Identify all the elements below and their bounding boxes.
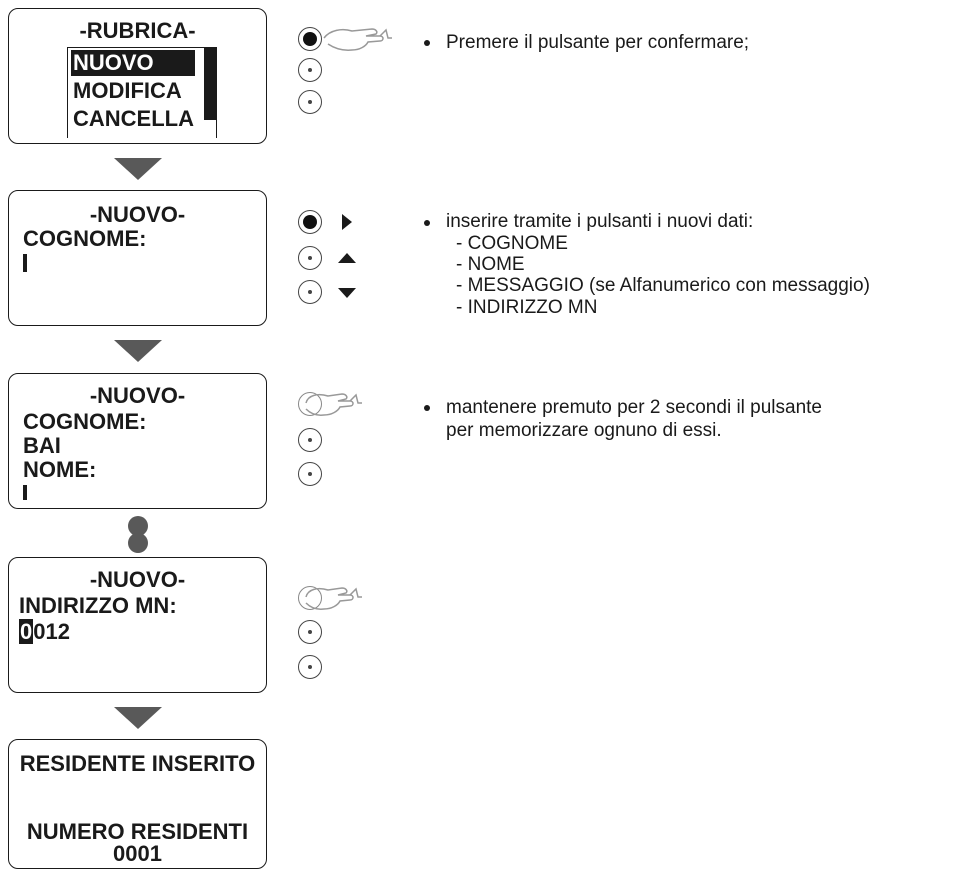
bullet — [424, 40, 430, 46]
confirm-button[interactable] — [298, 27, 322, 51]
bullet — [424, 220, 430, 226]
screen-title: -NUOVO- — [89, 383, 186, 408]
field-value-indirizzo: 0012 — [19, 619, 70, 644]
menu-item-modifica: MODIFICA — [73, 78, 182, 103]
screen-title: -NUOVO- — [89, 567, 186, 592]
step3-line1: mantenere premuto per 2 secondi il pulsa… — [446, 397, 823, 418]
flow-arrow — [114, 707, 162, 729]
address-digits: 012 — [33, 619, 70, 644]
screen-title: -RUBRICA- — [79, 18, 196, 43]
right-arrow-icon — [342, 214, 352, 230]
display-nuovo-nome: -NUOVO- COGNOME: BAI NOME: — [8, 373, 267, 509]
text-cursor — [23, 254, 27, 272]
display-nuovo-cognome: -NUOVO- COGNOME: — [8, 190, 267, 326]
continuation-dot — [128, 533, 148, 553]
flow-arrow — [114, 340, 162, 362]
pressing-hand-icon — [323, 28, 392, 51]
resident-count-label: NUMERO RESIDENTI — [26, 819, 249, 844]
text-cursor — [23, 485, 27, 500]
field-label-indirizzo: INDIRIZZO MN: — [19, 593, 177, 618]
down-button[interactable] — [298, 280, 322, 304]
step1-text: Premere il pulsante per confermare; — [446, 32, 750, 53]
step2-item-nome: - NOME — [456, 254, 525, 275]
pressing-hand-icon — [305, 587, 362, 610]
resident-count-value: 0001 — [113, 841, 162, 866]
screen-title: -NUOVO- — [89, 202, 186, 227]
nav-button[interactable] — [298, 428, 322, 452]
nav-button[interactable] — [298, 462, 322, 486]
menu-item-nuovo: NUOVO — [71, 50, 195, 76]
display-nuovo-indirizzo: -NUOVO- INDIRIZZO MN: 0012 — [8, 557, 267, 693]
edit-digit-highlight: 0 — [19, 619, 34, 644]
display-rubrica: -RUBRICA- NUOVO MODIFICA CANCELLA — [8, 8, 267, 144]
confirm-button-held[interactable] — [298, 586, 322, 610]
pressing-hand-icon — [305, 393, 362, 416]
nav-button[interactable] — [298, 58, 322, 82]
step3-line2: per memorizzare ognuno di essi. — [446, 420, 722, 441]
nav-button[interactable] — [298, 655, 322, 679]
down-arrow-icon — [338, 288, 356, 298]
up-button[interactable] — [298, 246, 322, 270]
step2-item-indirizzo: - INDIRIZZO MN — [456, 297, 598, 318]
nav-button[interactable] — [298, 620, 322, 644]
confirmation-message: RESIDENTE INSERITO — [19, 751, 256, 776]
scrollbar — [204, 48, 216, 120]
field-label-cognome: COGNOME: — [23, 409, 147, 434]
step2-item-messaggio: - MESSAGGIO (se Alfanumerico con messagg… — [456, 275, 870, 296]
field-label-nome: NOME: — [23, 457, 97, 482]
flow-arrow — [114, 158, 162, 180]
field-value-cognome: BAI — [23, 433, 61, 458]
bullet — [424, 405, 430, 411]
menu-list: NUOVO MODIFICA CANCELLA — [67, 47, 217, 138]
step2-item-cognome: - COGNOME — [456, 233, 568, 254]
field-label-cognome: COGNOME: — [23, 226, 147, 251]
display-residente-inserito: RESIDENTE INSERITO NUMERO RESIDENTI 0001 — [8, 739, 267, 869]
nav-button[interactable] — [298, 90, 322, 114]
menu-item-cancella: CANCELLA — [73, 106, 194, 131]
up-arrow-icon — [338, 253, 356, 263]
continuation-dot — [128, 516, 148, 536]
step2-text: inserire tramite i pulsanti i nuovi dati… — [446, 211, 754, 232]
confirm-button[interactable] — [298, 210, 322, 234]
